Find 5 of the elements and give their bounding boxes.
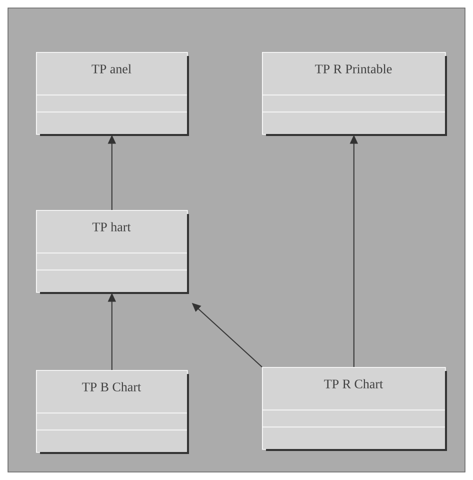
class-box: TP anel (36, 52, 189, 136)
class-box: TP R Chart (262, 367, 447, 451)
class-box: TP B Chart (36, 370, 189, 454)
class-box: TP hart (36, 210, 189, 294)
class-box: TP R Printable (262, 52, 447, 136)
